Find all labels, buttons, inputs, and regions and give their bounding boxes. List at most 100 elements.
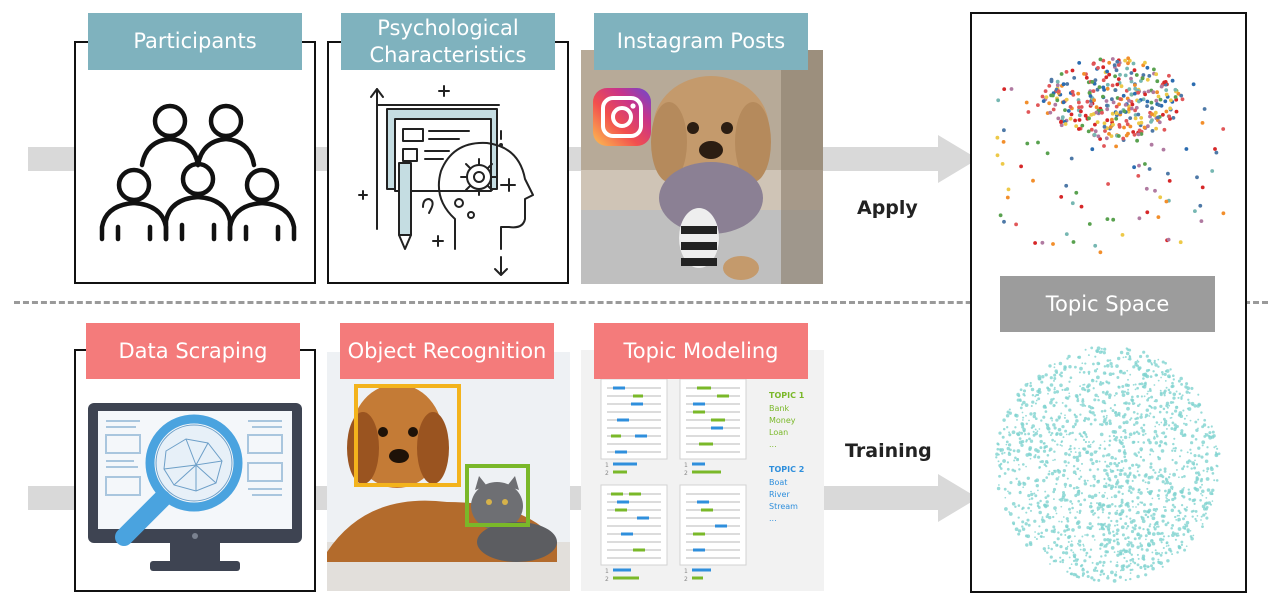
topic-cloud-point bbox=[1186, 414, 1188, 417]
topic-cloud-point bbox=[1193, 454, 1197, 458]
topic-cloud-point bbox=[1123, 455, 1127, 459]
topic-cloud-point bbox=[1202, 469, 1205, 472]
topic-cloud-point bbox=[1165, 443, 1168, 446]
topic-cloud-point bbox=[1077, 499, 1081, 503]
topic-cloud-point bbox=[1062, 516, 1065, 518]
topic-cloud-point bbox=[1095, 459, 1099, 463]
topic-cloud-point bbox=[1015, 477, 1018, 480]
topic-cloud-point bbox=[1089, 484, 1092, 487]
topic-scatter-point bbox=[1087, 91, 1092, 95]
topic-cloud-point bbox=[1187, 398, 1190, 401]
topic-cloud-point bbox=[1014, 426, 1017, 429]
topic-cloud-point bbox=[1030, 503, 1033, 506]
topic-scatter-point bbox=[1131, 61, 1136, 66]
topic-cloud-point bbox=[1052, 498, 1055, 501]
topic-cloud-point bbox=[1151, 532, 1156, 536]
topic-cloud-point bbox=[1040, 460, 1044, 464]
topic-cloud-point bbox=[1025, 439, 1028, 442]
topic-cloud-point bbox=[1171, 449, 1174, 452]
topic-cloud-point bbox=[1060, 520, 1063, 523]
topic-cloud-point bbox=[1059, 383, 1063, 388]
topic-cloud-point bbox=[1033, 519, 1037, 523]
topic-cloud-point bbox=[1211, 492, 1214, 496]
topic-cloud-point bbox=[1053, 386, 1056, 389]
topic-cloud-point bbox=[1008, 491, 1012, 495]
topic-cloud-point bbox=[1030, 497, 1034, 500]
topic-cloud-point bbox=[1124, 401, 1128, 405]
topic-scatter-point bbox=[1077, 61, 1082, 65]
topic-cloud-point bbox=[1168, 490, 1171, 493]
topic-cloud-point bbox=[1184, 423, 1188, 426]
topic-scatter-point bbox=[1051, 242, 1055, 246]
topic-cloud-point bbox=[1014, 505, 1017, 508]
topic-cloud-point bbox=[1108, 421, 1112, 426]
topic-cloud-point bbox=[1105, 454, 1108, 457]
topic-cloud-point bbox=[1046, 494, 1050, 498]
topic-scatter-point bbox=[1077, 127, 1081, 131]
topic-cloud-point bbox=[1158, 423, 1161, 426]
topic-cloud-point bbox=[1009, 481, 1013, 485]
topic-cloud-point bbox=[1059, 560, 1062, 564]
topic-cloud-point bbox=[1084, 440, 1087, 444]
topic-cloud-point bbox=[1178, 411, 1183, 415]
topic-cloud-point bbox=[1157, 525, 1160, 528]
topic-cloud-point bbox=[1137, 491, 1140, 494]
topic-cloud-point bbox=[1075, 455, 1079, 460]
topic-cloud-point bbox=[1037, 374, 1042, 379]
topic-scatter-point bbox=[1053, 102, 1058, 107]
topic-cloud-point bbox=[1121, 414, 1126, 419]
topic-cloud-point bbox=[1157, 489, 1161, 492]
topic-cloud-point bbox=[1143, 372, 1148, 376]
topic-scatter-point bbox=[1124, 119, 1129, 123]
topic-cloud-point bbox=[1125, 351, 1130, 356]
topic-scatter-point bbox=[1161, 112, 1165, 117]
topic-scatter-point bbox=[1064, 183, 1069, 188]
topic-cloud-point bbox=[1149, 405, 1153, 408]
topic-cloud-point bbox=[1134, 524, 1137, 528]
topic-cloud-point bbox=[1215, 445, 1217, 448]
topic-cloud-point bbox=[1095, 380, 1098, 383]
topic-cloud-point bbox=[1027, 506, 1030, 510]
topic-cloud-point bbox=[1035, 399, 1038, 402]
topic-cloud-point bbox=[1111, 372, 1115, 376]
topic-cloud-point bbox=[1121, 567, 1125, 572]
topic-cloud-point bbox=[1062, 468, 1067, 473]
topic-scatter-point bbox=[1158, 97, 1163, 102]
topic-cloud-point bbox=[1031, 424, 1035, 428]
topic-cloud-point bbox=[1181, 494, 1184, 498]
topic-cloud-point bbox=[1110, 519, 1113, 523]
topic-cloud-point bbox=[1180, 396, 1183, 399]
topic-cloud-point bbox=[1002, 459, 1006, 463]
topic-scatter-point bbox=[1031, 178, 1035, 183]
topic-cloud-point bbox=[1151, 551, 1154, 554]
topic-cloud-point bbox=[1064, 404, 1068, 408]
topic-cloud-point bbox=[1195, 477, 1200, 481]
topic-scatter-point bbox=[1117, 102, 1121, 107]
topic-cloud-point bbox=[1169, 473, 1171, 475]
topic-cloud-point bbox=[1059, 444, 1062, 446]
topic-cloud-point bbox=[1064, 551, 1069, 555]
topic-scatter-point bbox=[1169, 98, 1173, 103]
topic-cloud-point bbox=[1153, 359, 1156, 362]
topic-cloud-point bbox=[1146, 491, 1149, 493]
topic-cloud-point bbox=[1126, 406, 1130, 411]
topic-cloud-point bbox=[1125, 527, 1128, 530]
topic-scatter-point bbox=[1129, 92, 1134, 97]
topic-cloud-point bbox=[1053, 366, 1056, 369]
topic-cloud-point bbox=[1195, 463, 1199, 466]
topic-cloud-point bbox=[1081, 399, 1085, 403]
topic-cloud-point bbox=[1108, 465, 1111, 468]
topic-cloud-point bbox=[1183, 475, 1186, 478]
topic-cloud-point bbox=[1083, 481, 1088, 486]
topic-cloud-point bbox=[1080, 492, 1084, 495]
topic-cloud-point bbox=[1165, 386, 1168, 389]
topic-cloud-point bbox=[1071, 528, 1075, 532]
topic-cloud-point bbox=[1021, 520, 1025, 524]
topic-cloud-point bbox=[1131, 487, 1135, 491]
topic-cloud-point bbox=[1153, 361, 1156, 364]
topic-cloud-point bbox=[1083, 479, 1087, 483]
topic-cloud-point bbox=[1160, 432, 1163, 434]
topic-cloud-point bbox=[1061, 559, 1065, 562]
topic-cloud-point bbox=[1037, 489, 1039, 492]
topic-cloud-point bbox=[1076, 520, 1081, 524]
